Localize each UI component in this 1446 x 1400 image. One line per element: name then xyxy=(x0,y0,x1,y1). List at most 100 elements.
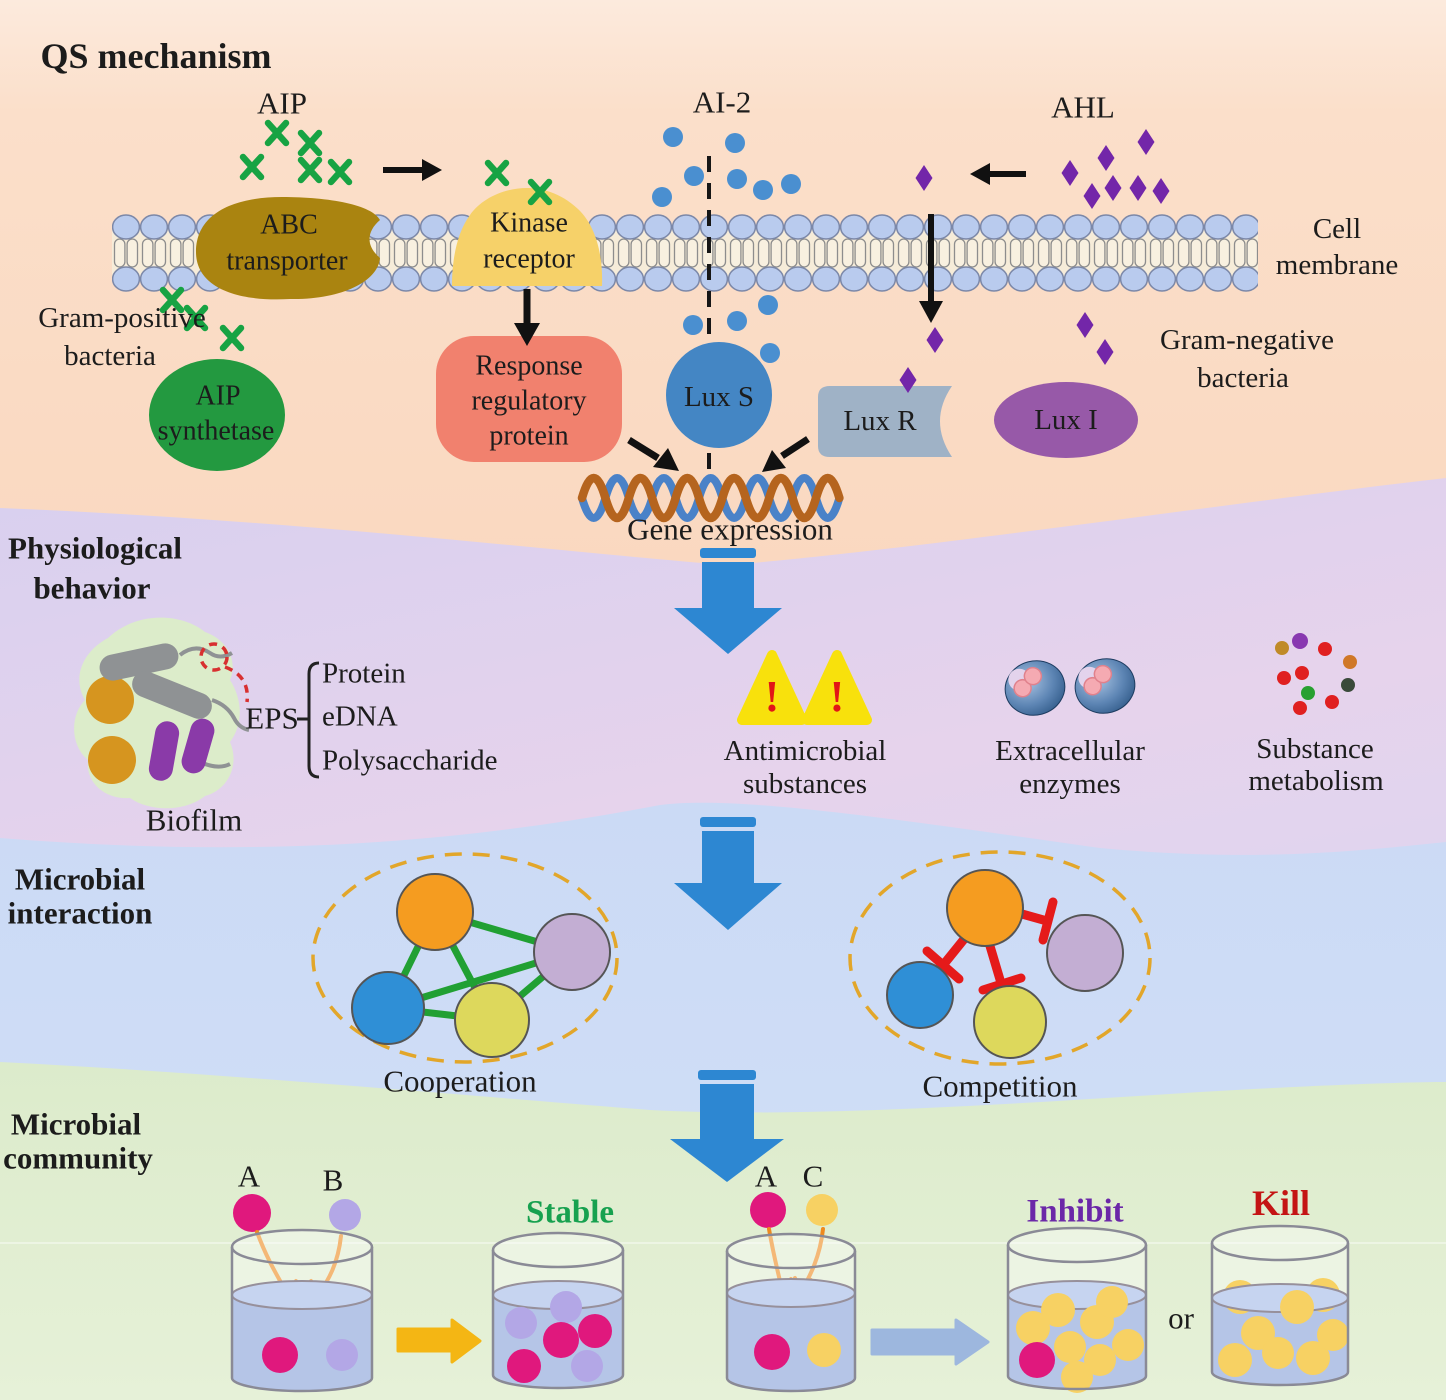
kinase-receptor-label: receptor xyxy=(483,243,575,275)
lux-i-label: Lux I xyxy=(1034,403,1098,436)
microbe-a-dot xyxy=(262,1337,298,1373)
warning-triangle-icon xyxy=(737,650,807,725)
microbe-b-dot xyxy=(329,1199,361,1231)
input-a-label: A xyxy=(754,1158,778,1194)
gene-expression-label: Gene expression xyxy=(627,511,833,547)
microbe-node-purple xyxy=(1046,914,1124,992)
microbe-c-dot xyxy=(807,1333,841,1367)
interaction-band-title: interaction xyxy=(7,895,153,931)
or-label: or xyxy=(1168,1300,1194,1336)
microbe-c-dot xyxy=(806,1194,838,1226)
microbe-node-blue xyxy=(351,971,425,1045)
physiology-band-title: Physiological xyxy=(8,530,182,566)
cell-membrane-label: Cell xyxy=(1312,212,1362,245)
competition-network xyxy=(848,850,1152,1066)
microbe-node-blue xyxy=(886,961,954,1029)
biofilm-rod-purple xyxy=(148,718,215,781)
stable-label: Stable xyxy=(525,1194,615,1231)
metabolism-label: Substance xyxy=(1256,732,1374,765)
abc-transporter-label: transporter xyxy=(226,245,348,277)
cooperation-network xyxy=(311,852,619,1064)
microbe-a-dot xyxy=(233,1194,271,1232)
stable-transition-arrow xyxy=(396,1318,482,1364)
inhibit-transition-arrow xyxy=(870,1318,990,1366)
warning-exclamation: ! xyxy=(764,671,780,721)
response-protein-label: protein xyxy=(489,420,569,452)
metabolism-label: metabolism xyxy=(1248,764,1384,797)
warning-icons xyxy=(737,650,872,725)
dna-helix-icon xyxy=(577,473,844,523)
microbe-node-orange xyxy=(396,873,474,951)
kinase-receptor-shape xyxy=(452,188,603,286)
protein-shapes xyxy=(149,188,1138,471)
ai2-molecule-icons xyxy=(652,127,801,363)
flow-arrow-down-1 xyxy=(674,548,782,654)
eps-zoom-dashed-arc xyxy=(224,665,250,703)
lux-r-shape xyxy=(818,386,952,457)
enzyme-icon xyxy=(1004,660,1066,716)
cell-membrane-label: membrane xyxy=(1275,248,1399,281)
biofilm-icon xyxy=(74,617,250,809)
aip-label: AIP xyxy=(257,85,307,121)
eps-item-protein: Protein xyxy=(322,657,406,690)
gram-positive-label: Gram-positive xyxy=(38,301,206,334)
eps-item-polysaccharide: Polysaccharide xyxy=(322,744,498,777)
community-band-title: community xyxy=(3,1140,153,1176)
aip-synthetase-shape xyxy=(149,359,285,471)
inhibit-label: Inhibit xyxy=(1026,1193,1124,1230)
abc-transporter-label: ABC xyxy=(260,209,318,241)
flow-arrow-down-2 xyxy=(674,817,782,930)
lux-s-shape xyxy=(666,342,772,448)
community-input-microbes xyxy=(233,1192,838,1232)
input-c-label: C xyxy=(802,1158,824,1194)
ahl-molecule-icons xyxy=(899,129,1170,393)
community-dashed-ellipse xyxy=(848,850,1152,1066)
aip-synthetase-label: AIP xyxy=(195,380,241,412)
enzymes-label: Extracellular xyxy=(995,734,1145,767)
aip-synthetase-label: synthetase xyxy=(157,415,275,447)
kill-label: Kill xyxy=(1251,1183,1311,1224)
beaker-input-ac xyxy=(725,1232,857,1393)
eps-item-edna: eDNA xyxy=(322,700,398,733)
input-b-label: B xyxy=(322,1162,344,1198)
lux-s-label: Lux S xyxy=(683,380,755,413)
metabolite-dots-icon xyxy=(1275,633,1357,715)
biofilm-label: Biofilm xyxy=(145,802,243,838)
response-protein-label: regulatory xyxy=(471,385,587,417)
response-protein-label: Response xyxy=(475,350,583,382)
input-a-label: A xyxy=(237,1158,261,1194)
qs-band-title: QS mechanism xyxy=(40,36,272,77)
antimicrobial-label: Antimicrobial xyxy=(723,734,887,767)
kinase-receptor-label: Kinase xyxy=(490,207,568,239)
gram-negative-label: Gram-negative xyxy=(1160,323,1334,356)
aip-molecule-icons xyxy=(159,119,553,352)
gram-positive-label: bacteria xyxy=(64,339,156,372)
interaction-band-title: Microbial xyxy=(14,861,146,897)
microbe-node-orange xyxy=(946,869,1024,947)
lux-i-shape xyxy=(994,382,1138,458)
gram-negative-label: bacteria xyxy=(1197,361,1289,394)
microbe-a-dot xyxy=(754,1334,790,1370)
flow-arrow-down-3 xyxy=(670,1070,784,1182)
microbe-a-dot xyxy=(750,1192,786,1228)
enzymes-label: enzymes xyxy=(1019,767,1121,800)
microbe-node-yellow xyxy=(973,985,1047,1059)
enzyme-icons xyxy=(1004,658,1136,716)
ai2-label: AI-2 xyxy=(692,84,752,120)
cooperation-label: Cooperation xyxy=(383,1063,537,1099)
eps-label: EPS xyxy=(245,700,299,736)
antimicrobial-label: substances xyxy=(742,767,868,800)
band-fold-line xyxy=(0,1242,1446,1244)
community-dashed-ellipse xyxy=(311,852,619,1064)
qs-black-arrows xyxy=(383,159,1026,472)
microbe-node-purple xyxy=(533,913,611,991)
biofilm-coccus xyxy=(88,736,136,784)
beaker-stable xyxy=(491,1231,625,1390)
lux-r-label: Lux R xyxy=(843,404,917,437)
response-protein-shape xyxy=(436,336,622,462)
biofilm-coccus xyxy=(86,676,134,724)
ahl-label: AHL xyxy=(1051,89,1115,125)
biofilm-rod-gray xyxy=(99,643,212,719)
